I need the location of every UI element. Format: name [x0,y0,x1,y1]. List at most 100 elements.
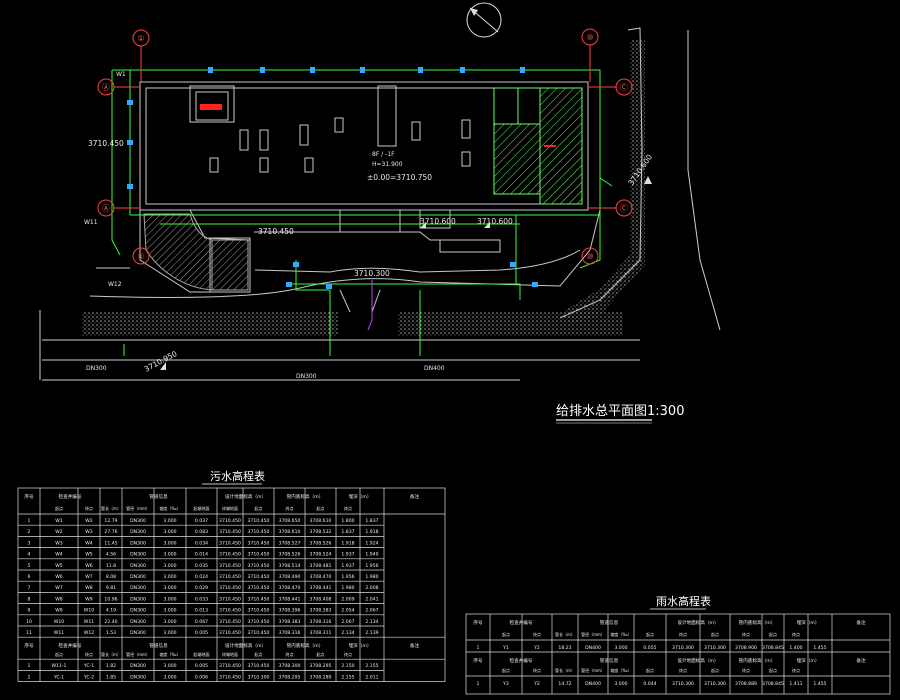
rain-group-header-2: 埋深（m） [797,657,820,664]
sewage-sub-header: 起端地面 [194,505,210,511]
rain-cell-2: 3710.300 [672,681,694,687]
sewage-cell: 0.037 [195,518,208,524]
sewage-cell: DN300 [130,619,146,625]
sewage-cell: 2.067 [365,608,378,614]
sewage-cell-2: 3.000 [163,674,176,680]
podium-hatch [143,213,213,291]
north-arrow-icon [466,2,502,38]
axis-label-3: Ⓐ [102,83,110,92]
sewage-cell: 2.134 [341,630,354,636]
sewage-cell: DN300 [130,596,146,602]
sewage-sub-header-2: 起点 [55,651,63,657]
podium-hatch-2 [211,239,249,291]
sewage-cell: W10 [84,608,94,614]
rain-sub-header: 坡度（‰） [610,631,631,637]
rain-sub-header: 起点 [646,631,654,637]
sewage-group-header-2: 序号 [24,642,34,649]
sewage-cell: 8.08 [106,574,116,580]
sewage-table-frame [17,487,446,682]
axis-label-4: Ⓒ [620,83,628,92]
sewage-group-header: 序号 [24,493,34,500]
sewage-cell-2: 3708.289 [310,674,332,680]
elevation-triangles [160,176,652,370]
rain-cell-2: 0.044 [643,681,656,687]
rain-sub-header: 终点 [679,631,687,637]
pipe-label-w11: W11 [84,219,98,226]
sewage-cell-2: 1 [28,663,31,669]
sewage-cell: 11.8 [106,563,116,569]
sewage-cell: 3.000 [163,630,176,636]
sewage-cell-2: W11-1 [52,663,67,669]
rain-cell: 3.000 [614,645,627,651]
rain-table-frame [465,613,891,695]
sewage-cell: 1.937 [341,552,354,558]
sewage-cell-2: DN300 [130,663,146,669]
sewage-cell: DN300 [130,630,146,636]
rain-group-header: 备注 [856,619,866,626]
rain-group-header-2: 检查井编号 [510,657,533,664]
sewage-cell: 3708.311 [310,630,332,636]
sewage-cell: 3708.316 [279,630,301,636]
sewage-cell: W2 [55,529,63,535]
sewage-cell: W8 [55,596,63,602]
rain-cell: 1 [477,645,480,651]
sewage-cell: 2.067 [341,619,354,625]
rain-sub-header: 起点 [769,631,777,637]
sewage-table-title: 污水高程表 [210,469,265,483]
roads [89,209,601,313]
sewage-cell: 12.79 [104,518,117,524]
rain-cell: 3710.300 [672,645,694,651]
sewage-sub-header-2: 起点 [255,651,263,657]
sewage-cell: 9 [28,608,31,614]
rain-cell: 1.455 [813,645,826,651]
axis-label-2: ⑩ [586,33,593,42]
sewage-cell: 3708.610 [310,518,332,524]
sewage-cell: 0.035 [195,563,208,569]
elevation-center: ±0.00=3710.750 [367,173,432,182]
rain-group-header: 埋深（m） [797,619,820,626]
sewage-group-header: 设计地面标高（m） [225,493,266,500]
rain-sub-header-2: 起点 [769,667,777,673]
sewage-cell: 1.956 [341,574,354,580]
sewage-cell: 3708.490 [279,574,301,580]
rain-table: 序号检查井编号管道信息设计地面标高（m）管内底标高（m）埋深（m）备注起点终点管… [465,613,891,695]
sewage-cell: 3710.450 [219,529,241,535]
sewage-sub-header-2: 终点 [85,651,93,657]
sewage-group-header: 埋深（m） [349,493,372,500]
rain-cell: 1.400 [789,645,802,651]
rain-sub-header-2: 坡度（‰） [610,667,631,673]
rain-cell-2: 1.455 [813,681,826,687]
sewage-cell: 0.033 [195,596,208,602]
sewage-cell: 3708.396 [279,608,301,614]
sewage-cell: 11 [26,630,32,636]
sewage-cell-2: 2 [28,674,31,680]
sewage-cell: 1.980 [365,574,378,580]
sewage-cell: 2.008 [365,585,378,591]
sewage-sub-header: 终点 [286,505,294,511]
rain-group-header-2: 管内底标高（m） [739,657,776,664]
rain-sub-header: 管径（mm） [581,631,605,637]
sewage-cell: 1.837 [341,529,354,535]
rain-group-header: 序号 [473,619,483,626]
rain-cell-2: 3708.845 [762,681,784,687]
sewage-cell: W10 [54,619,64,625]
sewage-cell: 3710.450 [219,540,241,546]
sewage-cell: 3710.450 [219,596,241,602]
sewage-sub-header-2: 管径（mm） [126,651,150,657]
pipe-label-w1: W1 [116,71,126,78]
sewage-cell-2: 1.85 [106,674,116,680]
rain-sub-header: 起点 [502,631,510,637]
rain-table-title: 雨水高程表 [656,594,711,608]
sewage-sub-header: 终点 [344,505,352,511]
rain-sub-header: 终点 [742,631,750,637]
rain-cell: 3708.900 [735,645,757,651]
sewage-cell: 6 [28,574,31,580]
sewage-cell: DN300 [130,574,146,580]
sewage-cell-2: 0.006 [195,674,208,680]
sewage-cell: W4 [85,540,93,546]
sewage-cell: 3.000 [163,540,176,546]
rain-cell-2: 3.000 [614,681,627,687]
rain-cell: 3708.845 [762,645,784,651]
rain-sub-header-2: 起点 [646,667,654,673]
sewage-sub-header-2: 坡度（‰） [159,651,180,657]
